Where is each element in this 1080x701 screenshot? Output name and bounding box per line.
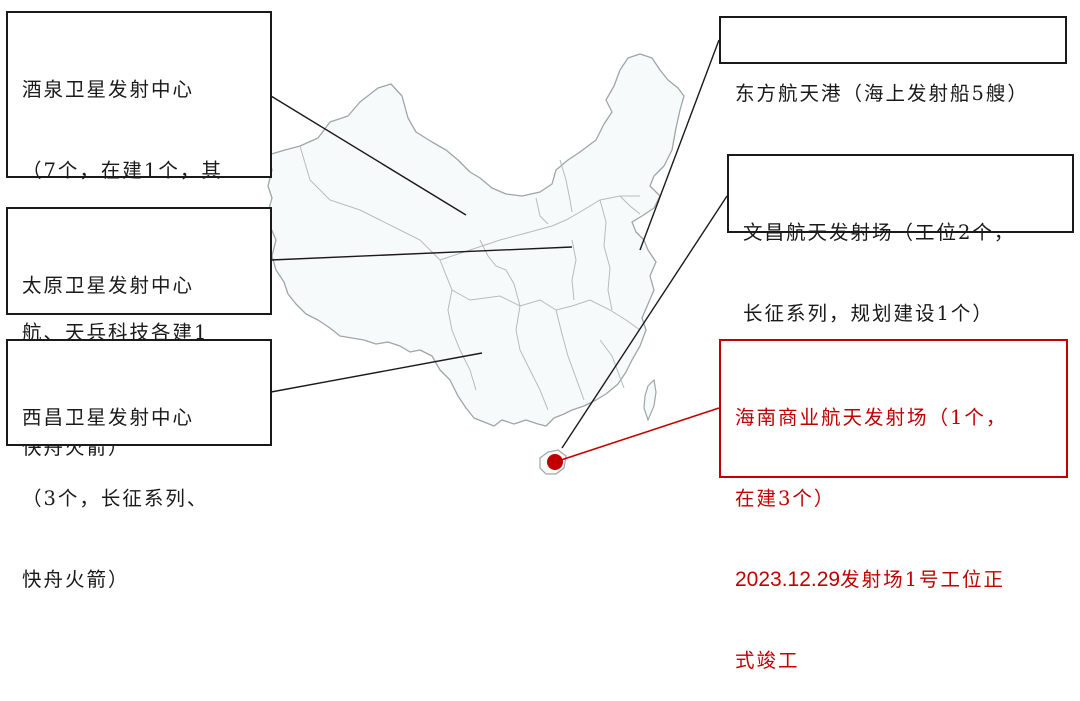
callout-dongfang: 东方航天港（海上发射船5艘） <box>719 16 1067 105</box>
callout-hainan-date: 2023.12.29 <box>735 568 841 591</box>
callout-xichang-line-3: 快舟火箭） <box>22 568 130 591</box>
callout-dongfang-line-1: 东方航天港（海上发射船5艘） <box>735 82 1029 105</box>
callout-jiuquan: 酒泉卫星发射中心 （7个，在建1个，其 中蓝箭航天、中科宇 航、天兵科技各建1 … <box>6 11 272 425</box>
callout-taiyuan: 太原卫星发射中心 （4个，长征系列、 快舟火箭） <box>6 207 272 459</box>
callout-hainan-milestone: 2023.12.29发射场1号工位正 <box>735 566 1056 593</box>
china-outline <box>267 53 685 427</box>
taiwan-island-outline <box>643 378 657 422</box>
callout-jiuquan-line-1: 酒泉卫星发射中心 <box>22 78 195 101</box>
china-map <box>267 39 728 475</box>
callout-xichang-line-1: 西昌卫星发射中心 <box>22 406 195 429</box>
leader-line-hainan <box>554 407 720 463</box>
hainan-launch-site-marker <box>547 454 563 470</box>
callout-xichang: 西昌卫星发射中心 （3个，长征系列、 快舟火箭） <box>6 339 272 591</box>
callout-hainan-note-1: 发射场1号工位正 <box>840 568 1006 591</box>
callout-hainan: 海南商业航天发射场（1个， 在建3个） 2023.12.29发射场1号工位正 式… <box>719 339 1068 672</box>
leader-line-dongfang <box>639 39 720 251</box>
callout-wenchang: 文昌航天发射场（工位2个， 长征系列，规划建设1个） <box>727 154 1074 325</box>
callout-hainan-line-1: 海南商业航天发射场（1个， <box>735 406 1008 429</box>
callout-hainan-line-2: 在建3个） <box>735 487 836 510</box>
leader-line-wenchang <box>561 195 728 449</box>
callout-jiuquan-line-2: （7个，在建1个，其 <box>22 159 223 182</box>
callout-taiyuan-line-1: 太原卫星发射中心 <box>22 274 195 297</box>
callout-hainan-note-2: 式竣工 <box>735 649 800 672</box>
callout-xichang-line-2: （3个，长征系列、 <box>22 487 209 510</box>
callout-wenchang-line-2: 长征系列，规划建设1个） <box>743 302 994 325</box>
callout-wenchang-line-1: 文昌航天发射场（工位2个， <box>743 221 1016 244</box>
callout-jiuquan-line-4: 航、天兵科技各建1 <box>22 321 209 344</box>
leader-line-xichang <box>270 352 483 393</box>
leader-line-taiyuan <box>270 246 573 261</box>
province-boundaries <box>299 145 641 411</box>
leader-line-jiuquan <box>270 95 467 216</box>
